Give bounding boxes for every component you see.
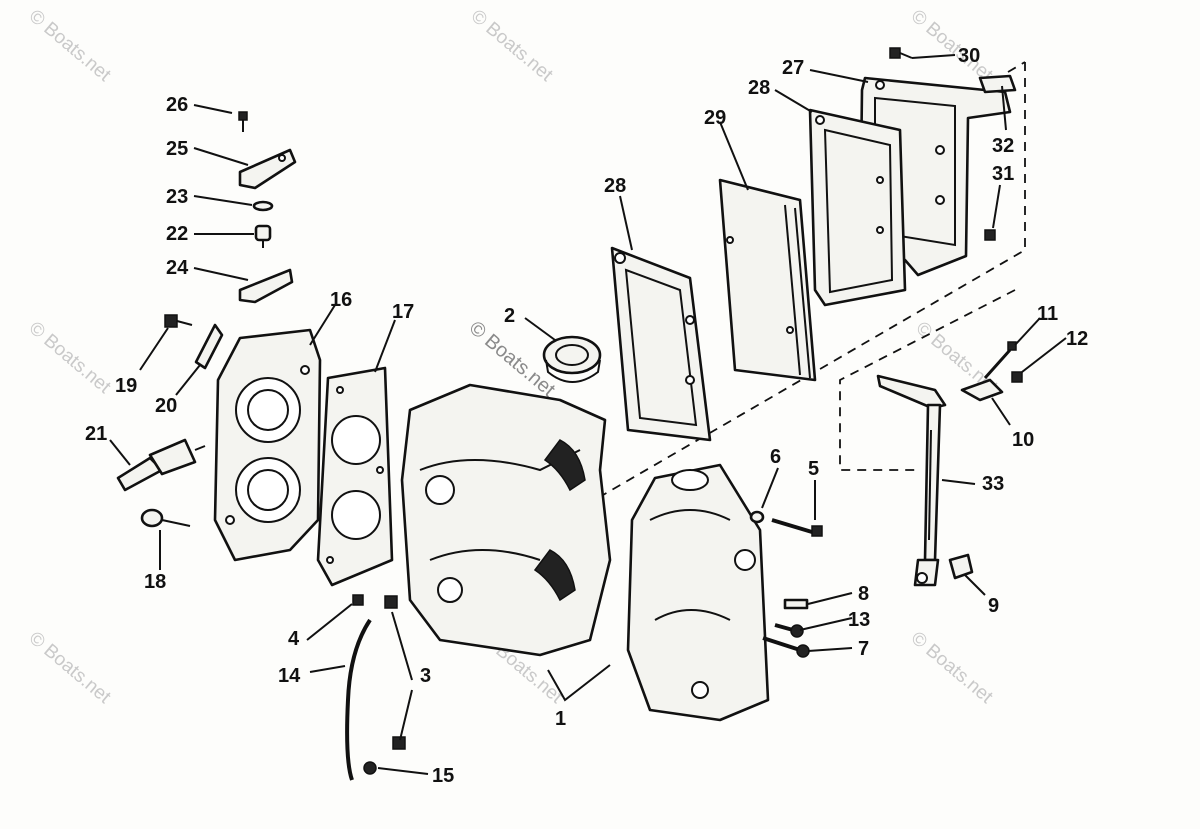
callout-13: 13 (848, 609, 870, 631)
bolt (774, 623, 804, 638)
callout-12: 12 (1066, 328, 1088, 350)
watermark: © Boats.net (467, 6, 557, 87)
callout-30: 30 (958, 45, 980, 67)
bolt (771, 518, 823, 537)
watermark: © Boats.net (25, 318, 115, 399)
callout-14: 14 (278, 665, 301, 687)
cylinder-head (213, 328, 322, 562)
assembly-guide-lines (559, 61, 1026, 521)
callout-11: 11 (1037, 303, 1058, 325)
washer (749, 510, 765, 524)
callout-31: 31 (992, 163, 1014, 185)
screw (984, 229, 996, 241)
callout-24: 24 (166, 257, 189, 279)
dowel-pin (783, 598, 809, 610)
callout-22: 22 (166, 223, 188, 245)
callout-28: 28 (604, 175, 626, 197)
callout-9: 9 (988, 595, 999, 617)
fitting (363, 761, 377, 775)
bolt (1011, 371, 1023, 383)
thermostat (254, 224, 272, 248)
callout-16: 16 (330, 289, 352, 311)
callout-17: 17 (392, 301, 414, 323)
callout-18: 18 (144, 571, 166, 593)
bracket (948, 553, 974, 580)
crankshaft-seal (542, 335, 602, 383)
screw (238, 111, 248, 132)
callout-29: 29 (704, 107, 726, 129)
watermark: © Boats.net (907, 6, 997, 87)
throttle-linkage (876, 374, 947, 587)
callout-1: 1 (555, 708, 566, 730)
bracket (194, 323, 224, 370)
thermostat-cover (238, 148, 297, 190)
bracket (960, 378, 1004, 402)
callout-2: 2 (504, 305, 515, 327)
callout-21: 21 (85, 423, 107, 445)
crankcase-half (626, 463, 770, 722)
callout-33: 33 (982, 473, 1004, 495)
fitting (352, 594, 364, 606)
watermark: © Boats.net (25, 6, 115, 87)
watermark: © Boats.net (907, 628, 997, 709)
fitting (392, 736, 406, 750)
callout-20: 20 (155, 395, 177, 417)
callout-7: 7 (858, 638, 869, 660)
hose (345, 618, 372, 781)
callout-23: 23 (166, 186, 188, 208)
bolt (164, 314, 193, 328)
callout-15: 15 (432, 765, 454, 787)
screw (889, 47, 913, 59)
callout-26: 26 (166, 94, 188, 116)
callout-32: 32 (992, 135, 1014, 157)
spark-plug (116, 438, 206, 492)
bolt (983, 341, 1017, 379)
bracket (978, 74, 1017, 94)
bolt (762, 636, 810, 658)
callout-3: 3 (420, 665, 431, 687)
cylinder-block (400, 383, 612, 657)
bolt (140, 508, 191, 528)
callouts: 1 2 3 4 5 6 7 8 9 10 11 12 13 14 15 16 1… (85, 45, 1088, 787)
callout-27: 27 (782, 57, 804, 79)
callout-8: 8 (858, 583, 869, 605)
callout-5: 5 (808, 458, 819, 480)
watermark: © Boats.net (25, 628, 115, 709)
callout-10: 10 (1012, 429, 1034, 451)
thermostat-gasket (238, 268, 294, 304)
callout-4: 4 (288, 628, 300, 650)
leader-lines (109, 54, 1067, 775)
callout-19: 19 (115, 375, 137, 397)
o-ring (252, 200, 274, 212)
fitting (384, 595, 398, 609)
callout-6: 6 (770, 446, 781, 468)
exhaust-plate (718, 178, 817, 382)
callout-28: 28 (748, 77, 770, 99)
callout-25: 25 (166, 138, 188, 160)
exhaust-gasket-upper (808, 108, 907, 307)
exhaust-gasket-lower (610, 246, 712, 442)
head-gasket (316, 366, 394, 587)
